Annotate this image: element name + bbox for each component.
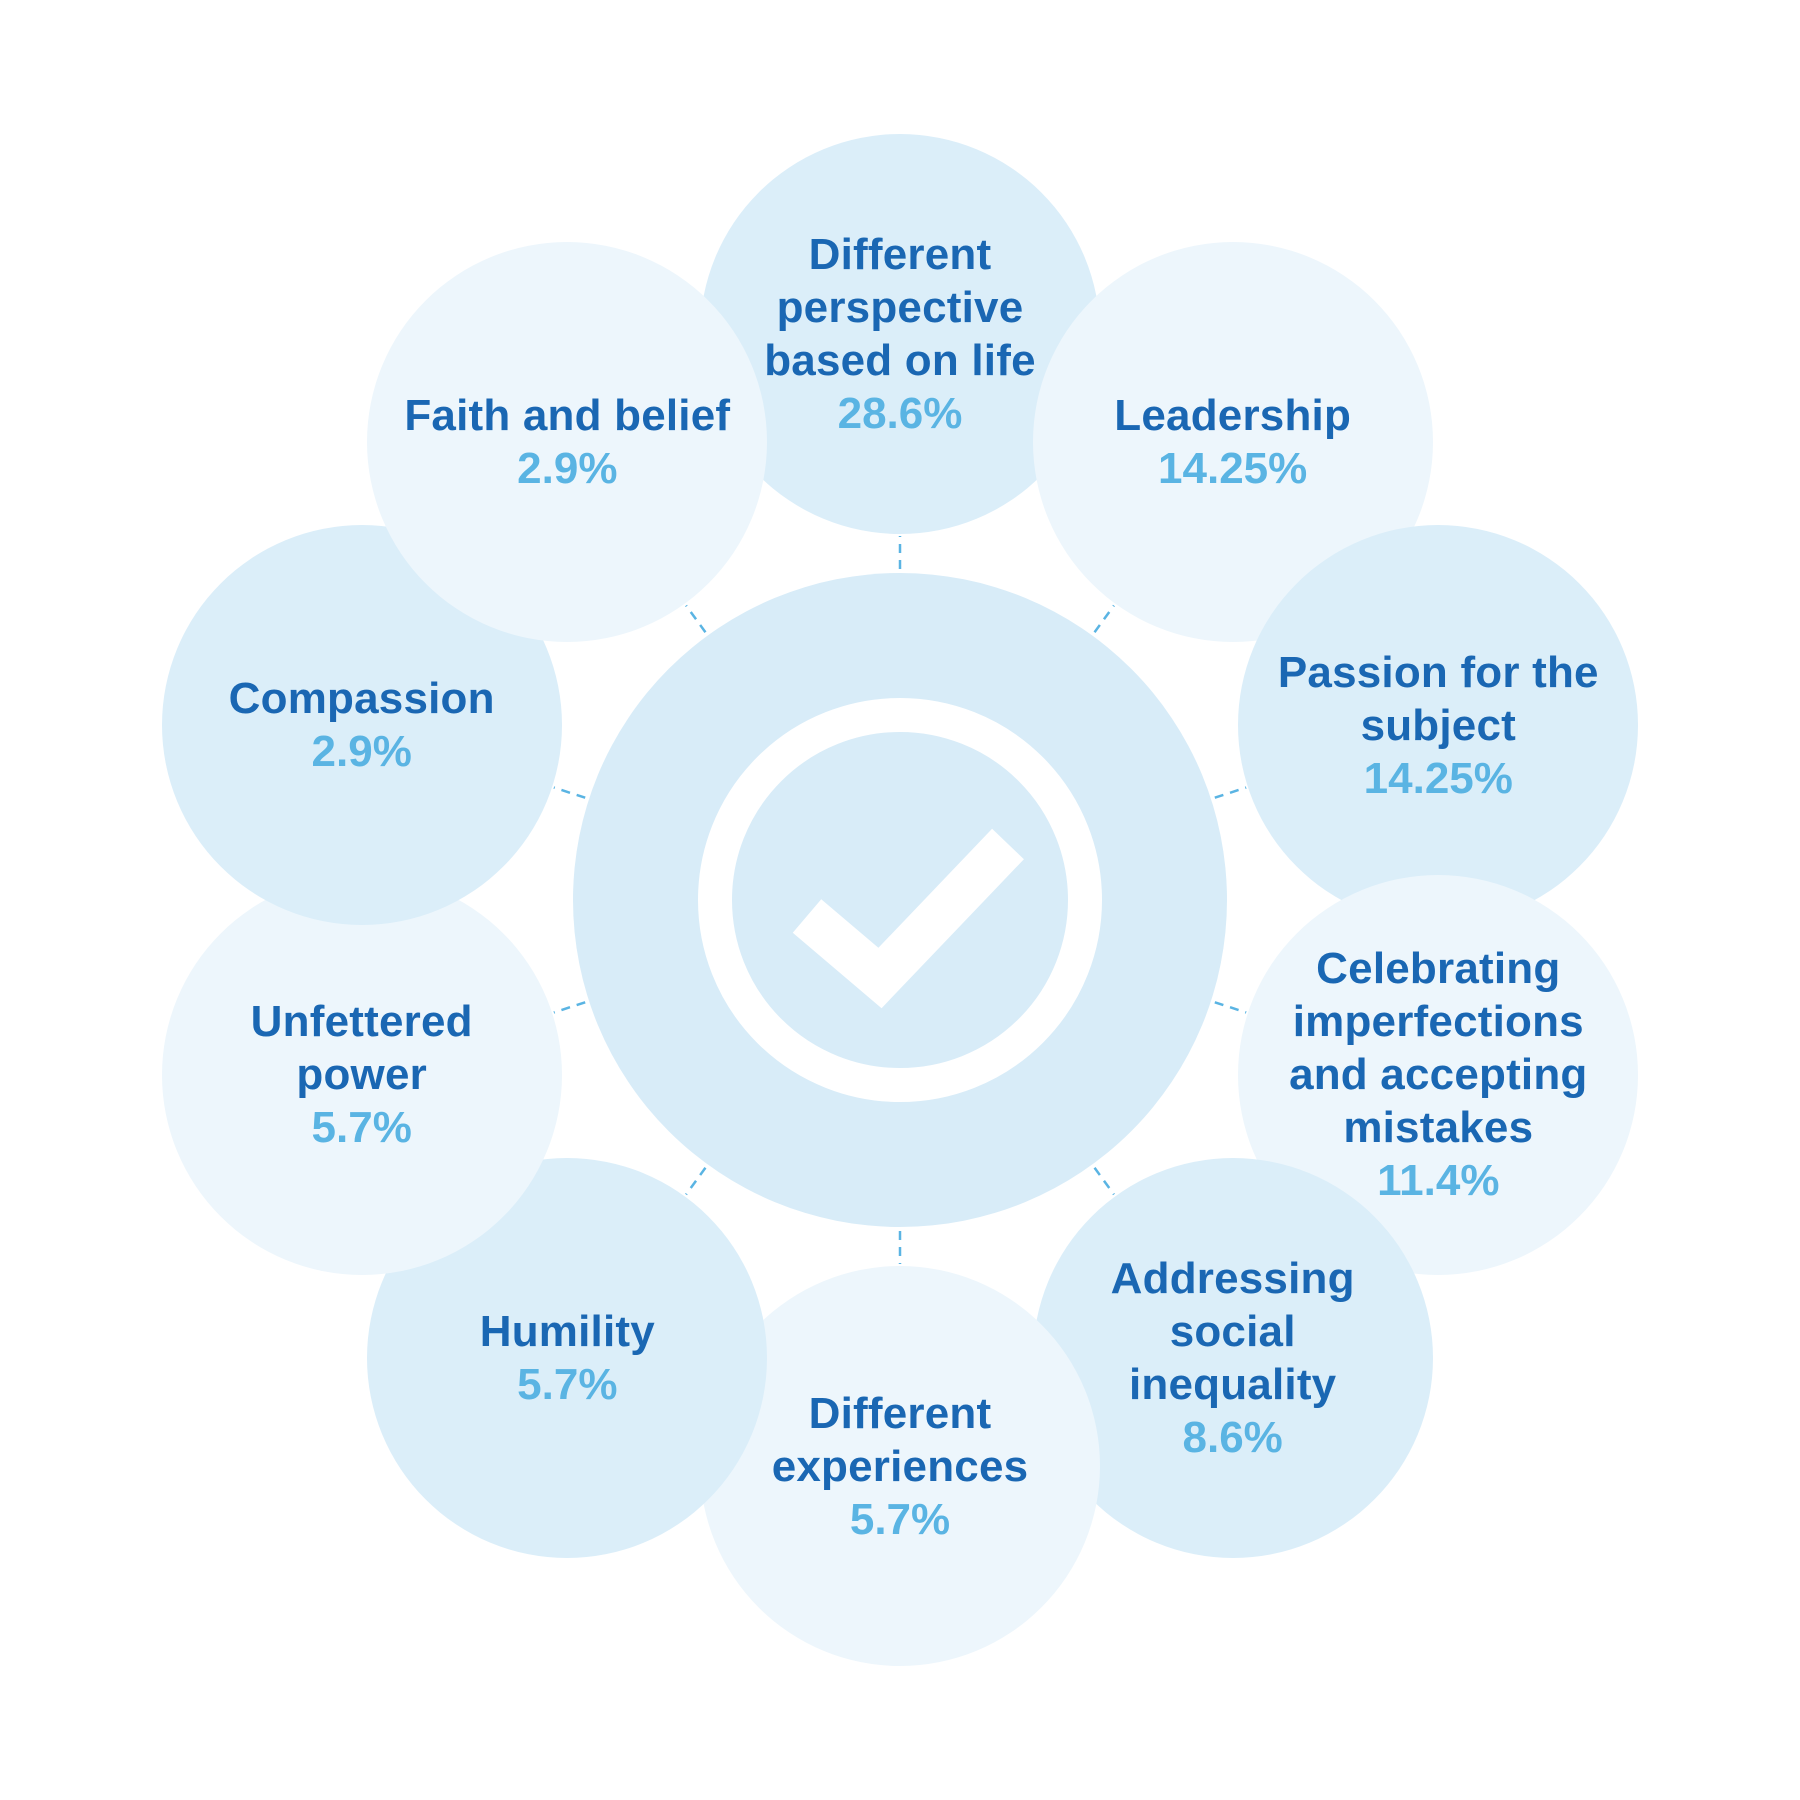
node-different-perspective: Different perspective based on life 28.6… bbox=[700, 134, 1100, 534]
node-label: Faith and belief bbox=[404, 391, 731, 441]
node-label: Celebrating imperfections and accepting … bbox=[1289, 944, 1588, 1153]
node-label: Humility bbox=[479, 1306, 655, 1356]
node-value: 5.7% bbox=[517, 1359, 618, 1409]
node-celebrating-imperfections: Celebrating imperfections and accepting … bbox=[1238, 874, 1639, 1275]
node-label: Unfettered power bbox=[250, 997, 473, 1100]
connector-line bbox=[1093, 604, 1115, 633]
connector-line bbox=[553, 786, 586, 799]
node-value: 14.25% bbox=[1363, 753, 1513, 803]
node-value: 11.4% bbox=[1377, 1156, 1500, 1206]
hub-ring bbox=[698, 698, 1102, 1102]
node-faith-and-belief: Faith and belief 2.9% bbox=[367, 242, 768, 643]
node-unfettered-power: Unfettered power 5.7% bbox=[161, 874, 562, 1275]
connector-line bbox=[553, 1001, 586, 1014]
node-value: 8.6% bbox=[1182, 1412, 1283, 1462]
check-mark bbox=[792, 828, 1024, 1009]
node-label: Leadership bbox=[1114, 391, 1352, 441]
node-label: Compassion bbox=[228, 674, 495, 724]
check-circle-icon bbox=[698, 698, 1102, 1102]
node-addressing-social-inequality: Addressing social inequality 8.6% bbox=[1032, 1157, 1433, 1558]
node-value: 28.6% bbox=[837, 389, 963, 438]
node-different-experiences: Different experiences 5.7% bbox=[700, 1266, 1100, 1666]
node-label: Different perspective based on life bbox=[764, 230, 1036, 385]
connectors bbox=[553, 536, 1247, 1264]
node-label: Addressing social inequality bbox=[1110, 1253, 1355, 1409]
connector-line bbox=[685, 1167, 707, 1196]
connector-line bbox=[685, 604, 707, 633]
node-value: 5.7% bbox=[311, 1103, 412, 1153]
node-label: Passion for the subject bbox=[1277, 647, 1599, 750]
node-value: 2.9% bbox=[311, 727, 412, 777]
node-value: 14.25% bbox=[1158, 444, 1308, 494]
node-label: Different experiences bbox=[771, 1388, 1029, 1491]
hub-circle bbox=[573, 573, 1227, 1227]
node-value: 5.7% bbox=[849, 1494, 951, 1544]
connector-line bbox=[1214, 786, 1247, 799]
connector-line bbox=[1093, 1167, 1115, 1196]
node-value: 2.9% bbox=[517, 444, 618, 494]
connector-line bbox=[1214, 1001, 1247, 1014]
node-passion-for-subject: Passion for the subject 14.25% bbox=[1238, 525, 1639, 926]
